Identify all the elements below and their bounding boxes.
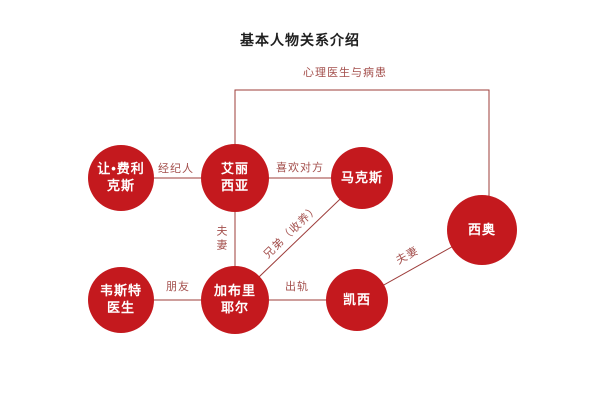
- node-kathy: 凯西: [326, 269, 388, 331]
- node-gabriel: 加布里 耶尔: [201, 266, 269, 334]
- edge-label-gabriel-kathy: 出轨: [285, 281, 309, 293]
- node-jean-felix: 让•费利 克斯: [88, 145, 154, 211]
- node-max: 马克斯: [331, 147, 393, 209]
- node-alicia: 艾丽 西亚: [201, 144, 269, 212]
- edge-label-alicia-max: 喜欢对方: [276, 162, 324, 174]
- node-dr-west: 韦斯特 医生: [88, 267, 154, 333]
- diagram-title: 基本人物关系介绍: [240, 32, 360, 48]
- edge-label-alicia-gabriel: 夫妻: [215, 225, 227, 253]
- edge-alicia-theo: [234, 89, 490, 230]
- edge-label-dr-west-gabriel: 朋友: [166, 281, 190, 293]
- node-theo: 西奥: [447, 195, 517, 265]
- edge-label-alicia-theo: 心理医生与病患: [303, 67, 387, 79]
- edge-label-jean-felix-alicia: 经纪人: [158, 163, 194, 175]
